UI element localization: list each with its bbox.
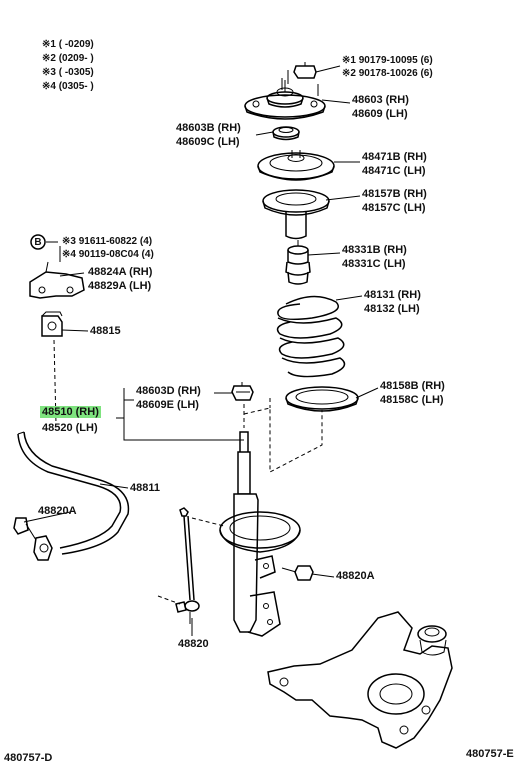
label-lower-insulator-rh[interactable]: 48158B (RH)	[380, 380, 445, 392]
knuckle-drawing	[267, 611, 453, 749]
upper-mount-drawing	[244, 80, 326, 120]
label-nut-lh[interactable]: 48609E (LH)	[136, 399, 199, 411]
diagram-code-right: 480757-E	[466, 748, 514, 760]
label-boot-rh[interactable]: 48157B (RH)	[362, 188, 427, 200]
upper-seat-drawing	[257, 150, 335, 181]
mount-bolt-drawing	[281, 62, 319, 96]
label-bumper-rh[interactable]: 48331B (RH)	[342, 244, 407, 256]
note-3: ※3 ( -0305)	[42, 67, 94, 78]
label-spring-rh[interactable]: 48131 (RH)	[364, 289, 421, 301]
note-2: ※2 (0209- )	[42, 53, 94, 64]
label-upper-seat-lh[interactable]: 48471C (LH)	[362, 165, 426, 177]
label-boot-lh[interactable]: 48157C (LH)	[362, 202, 426, 214]
label-stabilizer-bar[interactable]: 48811	[130, 482, 160, 494]
label-bolt-2[interactable]: ※2 90178-10026 (6)	[342, 68, 433, 79]
strut-drawing	[219, 431, 301, 637]
note-1: ※1 ( -0209)	[42, 39, 94, 50]
label-lower-insulator-lh[interactable]: 48158C (LH)	[380, 394, 444, 406]
label-bearing-rh[interactable]: 48603B (RH)	[176, 122, 241, 134]
link-nut-drawing	[281, 565, 314, 581]
stabilizer-bar-drawing	[17, 431, 130, 555]
bump-stopper-drawing	[285, 240, 311, 285]
label-nut-rh[interactable]: 48603D (RH)	[136, 385, 201, 397]
note-4: ※4 (0305- )	[42, 81, 94, 92]
label-strut-lh[interactable]: 48520 (LH)	[42, 422, 98, 434]
label-spring-lh[interactable]: 48132 (LH)	[364, 303, 420, 315]
diagram-code-left: 480757-D	[4, 752, 53, 764]
label-bolt-1[interactable]: ※1 90179-10095 (6)	[342, 55, 433, 66]
label-bar-bushing[interactable]: 48820A	[38, 505, 77, 517]
bracket-drawing	[29, 261, 85, 299]
label-bracket-lh[interactable]: 48829A (LH)	[88, 280, 152, 292]
coil-spring-drawing	[276, 295, 346, 378]
circle-b-label: B	[34, 237, 42, 248]
label-mount-lh[interactable]: 48609 (LH)	[352, 108, 408, 120]
strut-nut-drawing	[231, 382, 254, 401]
label-bracket-rh[interactable]: 48824A (RH)	[88, 266, 153, 278]
stabilizer-link-drawing	[157, 507, 225, 624]
boot-drawing	[262, 189, 330, 240]
label-bushing[interactable]: 48815	[90, 325, 121, 337]
label-bumper-lh[interactable]: 48331C (LH)	[342, 258, 406, 270]
leader-lines	[23, 65, 379, 636]
label-bracket-bolt-2[interactable]: ※4 90119-08C04 (4)	[62, 249, 154, 260]
bearing-drawing	[272, 126, 300, 141]
highlighted-part-number[interactable]: 48510 (RH)	[40, 406, 101, 418]
lower-insulator-drawing	[285, 386, 359, 412]
bushing-drawing	[41, 311, 63, 337]
bar-bushing-drawing	[13, 517, 53, 561]
label-mount-rh[interactable]: 48603 (RH)	[352, 94, 409, 106]
label-upper-seat-rh[interactable]: 48471B (RH)	[362, 151, 427, 163]
label-strut-rh[interactable]: 48510 (RH)	[40, 406, 101, 419]
label-link-nut[interactable]: 48820A	[336, 570, 375, 582]
label-bracket-bolt-1[interactable]: ※3 91611-60822 (4)	[62, 236, 153, 247]
label-link[interactable]: 48820	[178, 638, 209, 650]
label-bearing-lh[interactable]: 48609C (LH)	[176, 136, 240, 148]
